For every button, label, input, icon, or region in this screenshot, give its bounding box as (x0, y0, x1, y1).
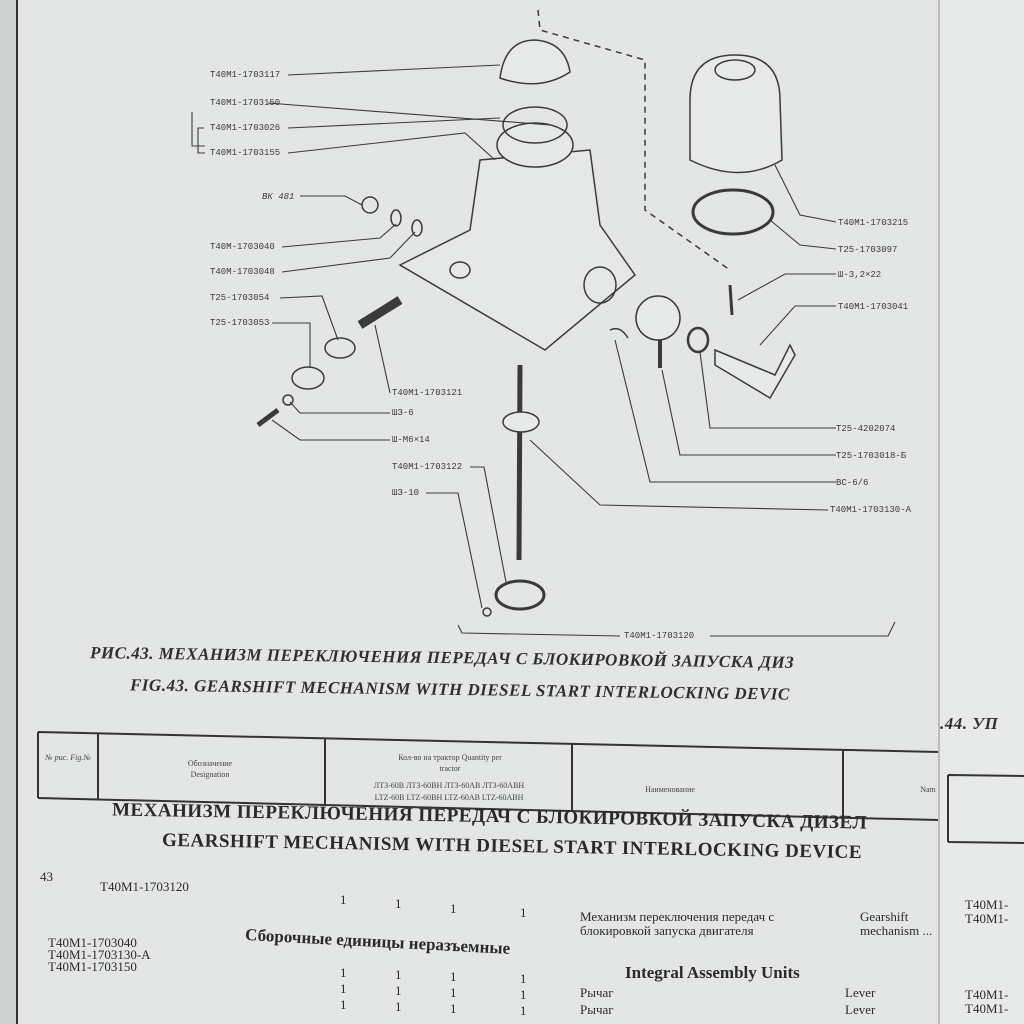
qty: 1 (395, 896, 402, 911)
header-designation: Обозначение Designation (187, 759, 233, 779)
part-label: T25-1703053 (210, 318, 270, 328)
lock-washer (282, 394, 294, 406)
item-designation: T40M1-1703150 (48, 959, 137, 974)
right-page-designation: T40M1- (965, 897, 1009, 912)
part-label: ВС-6/6 (836, 478, 869, 488)
part-label: T40M1-1703155 (210, 148, 281, 158)
right-page-designation: T40M1- (965, 987, 1009, 1002)
part-label: T40M-1703040 (210, 242, 275, 252)
key-part (609, 327, 629, 339)
left-page-edge (0, 0, 19, 1024)
housing-ring (502, 106, 568, 144)
o-ring (686, 326, 710, 354)
item-name-ru: Рычаг (580, 985, 614, 1000)
handle-loop (494, 579, 546, 611)
qty: 1 (340, 997, 347, 1012)
washer-2 (411, 219, 423, 237)
cap-part (499, 39, 571, 85)
part-label: T40M1-1703041 (838, 302, 909, 312)
item-name-en: Lever (845, 985, 876, 1000)
item-designation: T40M1-1703040 (48, 935, 137, 950)
header-fig-no: № рис. Fig.№ (45, 753, 91, 762)
qty: 1 (450, 1001, 457, 1016)
leader-lines (191, 64, 896, 637)
right-page-designation: T40M1- (965, 911, 1009, 926)
header-name: Наименование (645, 785, 695, 794)
boot-top (714, 59, 756, 81)
part-label: ВК 481 (262, 192, 295, 202)
part-label: T25-1703097 (838, 245, 898, 255)
part-label: T25-1703018-Б (836, 451, 907, 461)
housing-lug (449, 261, 471, 279)
lever-part (714, 343, 796, 400)
header-models-ru: ЛТЗ-60В ЛТЗ-60ВН ЛТЗ-60АВ ЛТЗ-60АВН (373, 781, 525, 790)
next-figure-caption: .44. УП (940, 714, 999, 733)
item-name-en: Lever (845, 1002, 876, 1017)
part-label: Ш-М6×14 (392, 435, 430, 445)
part-label: T25-4202074 (836, 424, 896, 434)
item-designation: T40M1-1703130-А (48, 947, 151, 962)
dashed-guide (537, 9, 731, 271)
shaft-collar (502, 411, 540, 433)
header-qty-title: Кол-во на трактор Quantity per tractor (398, 753, 502, 773)
qty: 1 (395, 983, 402, 998)
qty: 1 (520, 905, 527, 920)
nut-part (482, 607, 492, 617)
qty: 1 (340, 965, 347, 980)
part-label: Ш-3,2×22 (838, 270, 882, 280)
part-label: T25-1703054 (210, 293, 270, 303)
part-label: T40M1-1703117 (210, 70, 281, 80)
right-page-edge (938, 0, 1024, 1024)
item-name-ru: Рычаг (580, 1002, 614, 1017)
housing-part (398, 149, 637, 351)
right-page-designation: T40M1- (965, 1001, 1009, 1016)
part-label: T40M1-1703150 (210, 98, 281, 108)
qty: 1 (340, 981, 347, 996)
main-name-en: Gearshift mechanism ... start (860, 910, 933, 940)
washer-1 (390, 209, 402, 227)
clamp-ring (691, 188, 775, 236)
plunger-part (357, 296, 403, 329)
part-label: T40M1-1703120 (624, 631, 695, 641)
housing-collar (496, 122, 574, 168)
part-label: T40M1-1703215 (838, 218, 909, 228)
rubber-boot (689, 54, 783, 174)
part-label: T40M1-1703121 (392, 388, 463, 398)
qty: 1 (520, 987, 527, 1002)
qty: 1 (395, 999, 402, 1014)
main-designation: T40M1-1703120 (100, 879, 189, 894)
bolt-part (256, 408, 280, 427)
main-name-ru: Механизм переключения передач с блокиров… (580, 909, 775, 938)
part-label: T40M1-1703026 (210, 123, 281, 133)
housing-boss (583, 266, 617, 304)
qty: 1 (340, 892, 347, 907)
shaft-part (516, 364, 523, 561)
part-label: T40M1-1703130-А (830, 505, 912, 515)
gasket-part (324, 337, 356, 359)
qty: 1 (450, 969, 457, 984)
qty: 1 (395, 967, 402, 982)
header-name-en: Nam (920, 785, 936, 794)
qty: 1 (450, 985, 457, 1000)
part-label: ШЗ-10 (392, 488, 420, 498)
qty: 1 (520, 971, 527, 986)
pin-part (728, 284, 734, 316)
part-label: T40M1-1703122 (392, 462, 463, 472)
part-label: ШЗ-6 (392, 408, 414, 418)
part-label: T40M-1703048 (210, 267, 275, 277)
cover-part (291, 366, 325, 390)
subhead-en: Integral Assembly Units (625, 963, 800, 982)
qty: 1 (520, 1003, 527, 1018)
header-models-en: LTZ-60B LTZ-60BH LTZ-60AB LTZ-60ABH (374, 793, 524, 802)
qty: 1 (450, 901, 457, 916)
fig-number: 43 (40, 869, 53, 884)
